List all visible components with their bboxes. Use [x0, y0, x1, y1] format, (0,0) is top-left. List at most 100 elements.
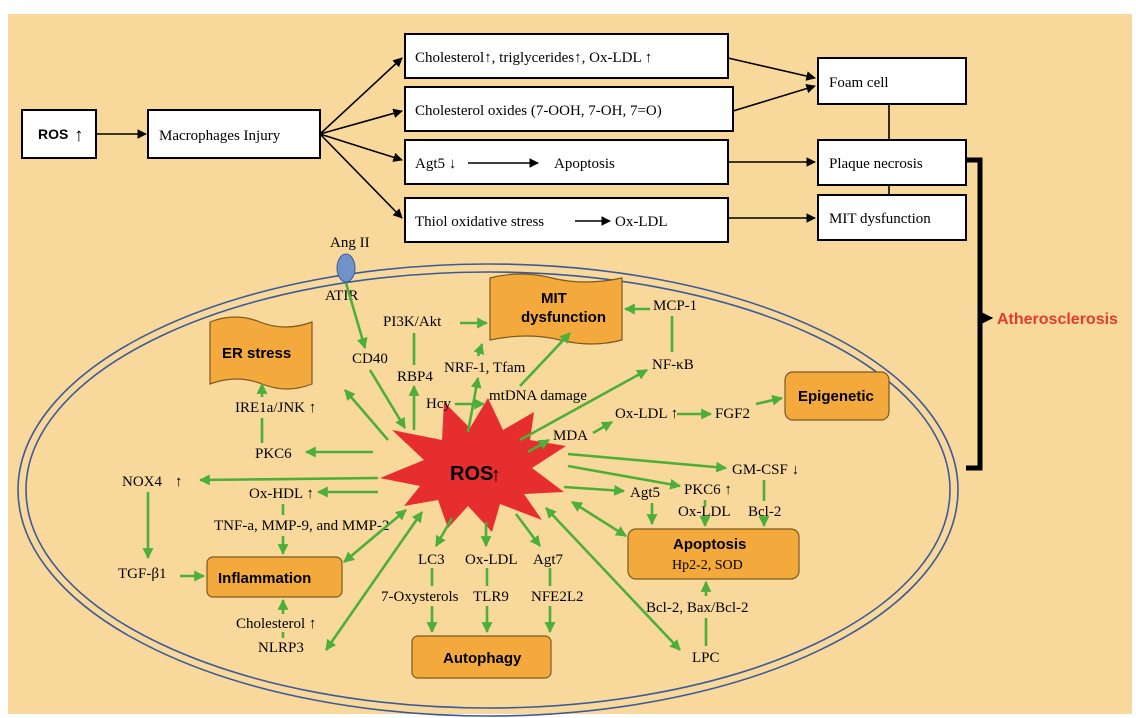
tgf-b1-label: TGF-β1: [118, 566, 166, 582]
macrophages-to-lipids-arrow: [319, 57, 403, 135]
ros-to-gmcsf-arrow: [567, 452, 728, 473]
pi3k-akt-label: PI3K/Akt: [383, 314, 442, 330]
mda-label: MDA: [553, 428, 588, 444]
ros-to-agt7-arrow: [514, 513, 542, 547]
nfkb-label: NF-κB: [652, 357, 694, 373]
thiol-oxldl-label: Ox-LDL: [615, 214, 668, 230]
thiol-box: [404, 197, 729, 243]
nrf1-to-mit-arrow: [473, 342, 485, 357]
nfe2l2-label: NFE2L2: [531, 589, 584, 605]
ros-to-er-arrow: [344, 389, 389, 441]
ros-to-mda-arrow: [527, 438, 550, 454]
apoptosis-label: Apoptosis: [554, 156, 615, 172]
ros-to-nfkb-arrow: [519, 368, 648, 442]
tlr9-label: TLR9: [473, 589, 509, 605]
agt5-cell-label: Agt5: [630, 485, 660, 501]
ros-box-label: ROS: [38, 126, 68, 142]
mit-dysfunction-label: MIT dysfunction: [829, 211, 931, 227]
mit-node-line2: dysfunction: [521, 309, 606, 326]
oxldl-right-label: Ox-LDL: [678, 504, 731, 520]
mda-to-oxldl-arrow: [592, 420, 613, 435]
apoptosis-node-sub: Hp2-2, SOD: [672, 558, 743, 573]
cd40-label: CD40: [352, 351, 388, 367]
oxysterols-label: 7-Oxysterols: [381, 589, 459, 605]
cholesterol-label: Cholesterol ↑: [236, 616, 316, 632]
ros-to-nox4-arrow: [198, 474, 379, 486]
atir-receptor: [336, 253, 356, 283]
ros-to-agt5-arrow: [563, 484, 626, 496]
epigenetic-label: Epigenetic: [798, 388, 874, 405]
cell-membrane-outer: [17, 263, 959, 717]
cd40-to-ros-arrow: [368, 369, 407, 429]
ros-to-lc3-arrow: [434, 517, 454, 547]
gmcsf-label: GM-CSF ↓: [732, 462, 799, 478]
thiol-stress-label: Thiol oxidative stress: [415, 214, 544, 230]
ros-to-pkc-right-arrow: [567, 464, 682, 490]
atir-to-cd40-arrow: [344, 282, 368, 350]
nox4-up-arrow: ↑: [175, 474, 183, 490]
outcome-bracket: [966, 157, 983, 471]
cholesterol-oxides-label: Cholesterol oxides (7-OOH, 7-OH, 7=O): [415, 103, 662, 119]
oxldl-up-label: Ox-LDL ↑: [615, 406, 678, 422]
ros-center-label: ROS: [450, 463, 493, 485]
ros-lpc-double-arrow: [545, 507, 681, 651]
mit-dysfunction-node: [489, 273, 623, 345]
foam-cell-label: Foam cell: [829, 75, 889, 91]
er-stress-label: ER stress: [222, 345, 291, 362]
atherosclerosis-label: Atherosclerosis: [997, 311, 1118, 328]
top-flow: ROS ↑ Macrophages Injury Cholesterol↑, t…: [21, 33, 967, 243]
ire1a-jnk-label: IRE1a/JNK ↑: [235, 400, 316, 416]
fgf2-to-epigenetic-arrow: [755, 394, 784, 406]
mcp1-label: MCP-1: [653, 298, 697, 314]
inflammation-label: Inflammation: [218, 570, 311, 587]
lc3-label: LC3: [418, 552, 445, 568]
tnf-mmp-label: TNF-a, MMP-9, and MMP-2: [214, 518, 389, 534]
ros-nlrp3-double-arrow: [324, 511, 424, 651]
foam-cell-box: [817, 57, 967, 105]
agt7-label: Agt7: [533, 552, 564, 568]
bax-bcl2-label: Bcl-2, Bax/Bcl-2: [646, 600, 748, 616]
mit-dysfunction-box: [817, 194, 967, 241]
cell-membrane-inner: [25, 271, 951, 709]
lpc-label: LPC: [692, 650, 720, 666]
macrophages-to-agt5-arrow: [319, 133, 403, 162]
rbp4-label: RBP4: [397, 369, 433, 385]
ros-up-arrow: ↑: [74, 125, 84, 146]
epigenetic-node: [784, 371, 890, 421]
nlrp3-label: NLRP3: [258, 640, 304, 656]
apoptosis-node-label: Apoptosis: [673, 536, 746, 553]
fgf2-label: FGF2: [715, 406, 750, 422]
mtdna-to-mit-arrow: [519, 332, 571, 387]
angii-label: Ang II: [330, 235, 370, 251]
lipids-to-foam-arrow: [727, 57, 816, 81]
bcl2-label: Bcl-2: [748, 504, 781, 520]
oxhdl-label: Ox-HDL ↑: [249, 486, 314, 502]
cholesterol-oxides-box: [404, 86, 734, 132]
mit-node-line1: MIT: [541, 290, 567, 307]
ros-burst: [380, 398, 566, 532]
oxides-to-foam-arrow: [732, 83, 816, 112]
agt5-apoptosis-box: [404, 139, 729, 185]
nox4-label: NOX4: [122, 474, 162, 490]
mtdna-damage-label: mtDNA damage: [489, 388, 587, 404]
lipids-label: Cholesterol↑, triglycerides↑, Ox-LDL ↑: [415, 50, 652, 66]
pkc-left-label: PKC6: [255, 446, 292, 462]
agt5-down-label: Agt5 ↓: [415, 156, 456, 172]
lipids-box: [404, 33, 729, 79]
pkc-right-label: PKC6 ↑: [684, 482, 732, 498]
er-stress-node: [209, 316, 313, 390]
ros-box: [21, 109, 97, 159]
nrf1-tfam-label: NRF-1, Tfam: [444, 360, 526, 376]
atir-label: ATIR: [325, 288, 358, 304]
macrophages-to-oxides-arrow: [319, 108, 403, 135]
autophagy-node: [411, 635, 552, 679]
autophagy-label: Autophagy: [443, 650, 522, 667]
macrophages-injury-label: Macrophages Injury: [159, 128, 281, 144]
hcy-label: Hcy: [426, 396, 451, 412]
ros-center-arrow: ↑: [491, 464, 501, 486]
oxldl-down-label: Ox-LDL: [465, 552, 518, 568]
macrophages-to-thiol-arrow: [319, 133, 403, 219]
plaque-necrosis-label: Plaque necrosis: [829, 156, 923, 172]
green-arrows: [142, 282, 784, 651]
